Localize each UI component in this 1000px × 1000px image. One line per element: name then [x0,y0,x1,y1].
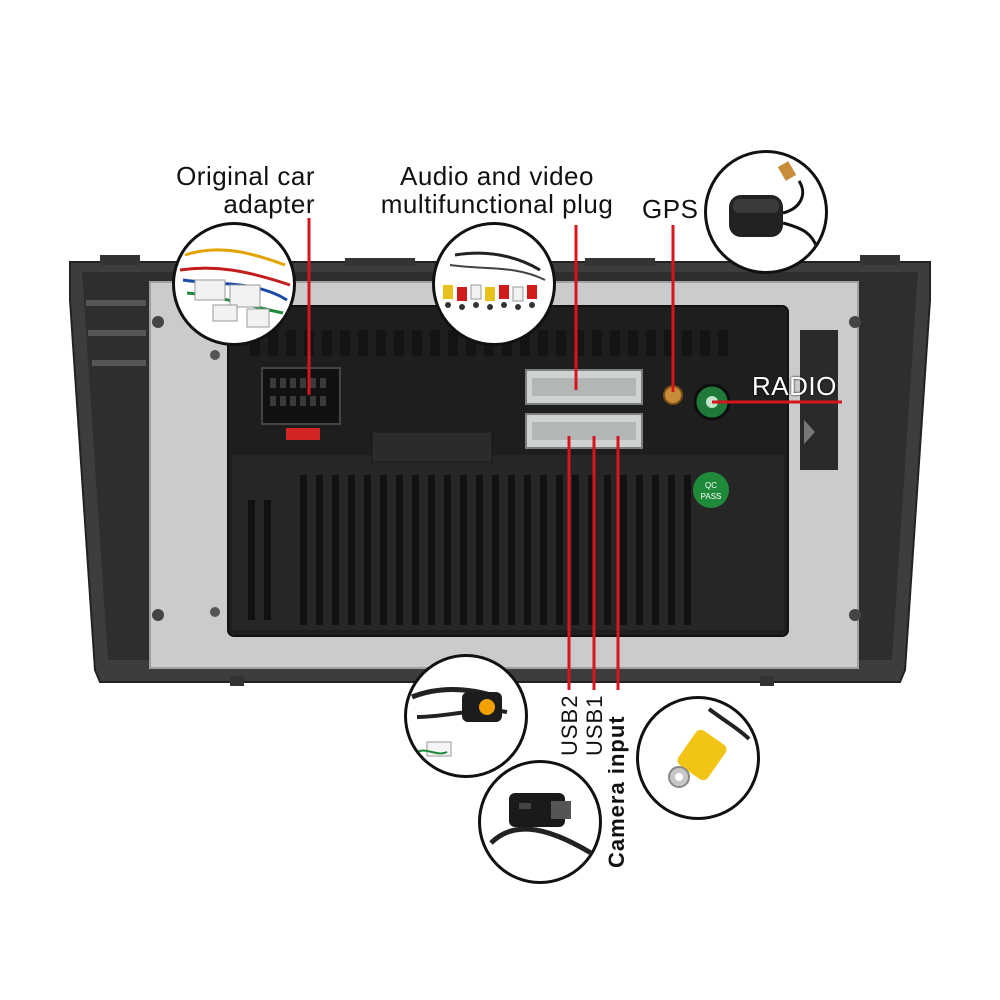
rca-cable-icon [443,251,546,310]
usb-cable-circle [404,654,528,778]
label-av-plug-line2: multifunctional plug [380,189,614,219]
label-original-adapter-line2: adapter [223,189,315,219]
qc-sticker [693,472,729,508]
svg-text:QC: QC [705,481,717,490]
pointer-lines [307,218,842,690]
usb-cable-icon [411,687,508,757]
gps-antenna-icon [729,161,819,249]
label-original-adapter: Original car adapter [165,162,315,218]
label-av-plug-line1: Audio and video [400,161,594,191]
label-av-plug: Audio and video multifunctional plug [368,162,626,218]
usb-plug-circle [478,760,602,884]
fuse [286,428,320,440]
label-radio: RADIO [752,371,837,401]
label-gps: GPS [642,194,699,224]
label-camera-input: Camera input [604,715,629,868]
label-original-adapter-line1: Original car [176,161,315,191]
gps-antenna-circle [704,150,828,274]
rca-cable-circle [432,222,556,346]
rca-camera-circle [636,696,760,820]
label-usb2: USB2 [557,694,582,756]
rca-camera-plug-icon [668,707,751,788]
svg-text:PASS: PASS [701,492,722,501]
wiring-harness-icon [179,248,291,328]
wiring-harness-circle [172,222,296,346]
usb-plug-icon [489,793,593,856]
